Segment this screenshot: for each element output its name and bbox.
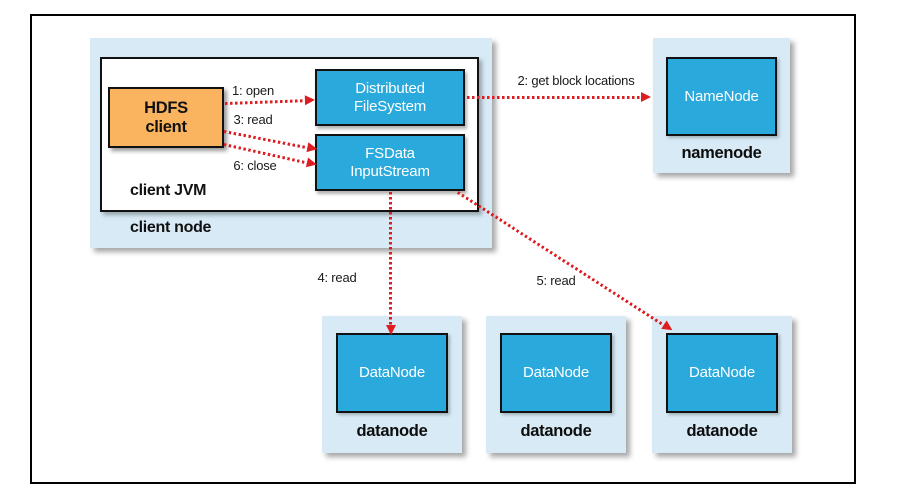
client-node-caption: client node (130, 219, 212, 236)
fsdata-inputstream-box: FSData InputStream (315, 134, 465, 191)
arrowhead-icon (641, 92, 651, 102)
client-jvm-caption: client JVM (130, 182, 207, 199)
fsdata-inputstream-label-line1: FSData (365, 144, 415, 162)
distributed-filesystem-label-line1: Distributed (355, 79, 425, 97)
dotted-line (389, 192, 392, 327)
datanode-label-3: DataNode (689, 364, 755, 382)
dotted-line (224, 99, 308, 105)
arrow-label-close-6: 6: close (233, 158, 277, 173)
distributed-filesystem-box: Distributed FileSystem (315, 69, 465, 126)
arrow-label-read-4: 4: read (317, 270, 357, 285)
distributed-filesystem-label-line2: FileSystem (353, 97, 427, 115)
hdfs-client-label-line2: client (145, 117, 187, 136)
arrowhead-icon (306, 142, 319, 155)
arrowhead-icon (305, 157, 318, 170)
arrow-get-block-locations (467, 91, 651, 103)
arrowhead-icon (304, 94, 316, 106)
namenode-caption: namenode (681, 144, 762, 162)
datanode-box-2: DataNode (500, 333, 612, 413)
arrow-read-4 (385, 192, 397, 335)
namenode-card: NameNode namenode (653, 38, 790, 173)
datanode-label-1: DataNode (359, 364, 425, 382)
datanode-label-2: DataNode (523, 364, 589, 382)
datanode-card-1: DataNode datanode (322, 316, 462, 453)
namenode-box: NameNode (666, 57, 777, 136)
datanode-caption-1: datanode (356, 422, 428, 440)
arrow-label-open: 1: open (232, 83, 274, 98)
datanode-card-3: DataNode datanode (652, 316, 792, 453)
hdfs-client-box: HDFS client (108, 87, 224, 148)
arrow-label-read-3: 3: read (233, 112, 273, 127)
hdfs-client-label-line1: HDFS (144, 98, 188, 117)
datanode-box-1: DataNode (336, 333, 448, 413)
arrowhead-icon (386, 325, 396, 335)
arrow-label-read-5: 5: read (536, 273, 576, 288)
datanode-caption-2: datanode (520, 422, 592, 440)
datanode-box-3: DataNode (666, 333, 778, 413)
namenode-label: NameNode (684, 87, 759, 105)
datanode-card-2: DataNode datanode (486, 316, 626, 453)
dotted-line (467, 96, 643, 99)
fsdata-inputstream-label-line2: InputStream (350, 162, 430, 180)
datanode-caption-3: datanode (686, 422, 758, 440)
arrow-label-get-block-locations: 2: get block locations (517, 73, 635, 88)
